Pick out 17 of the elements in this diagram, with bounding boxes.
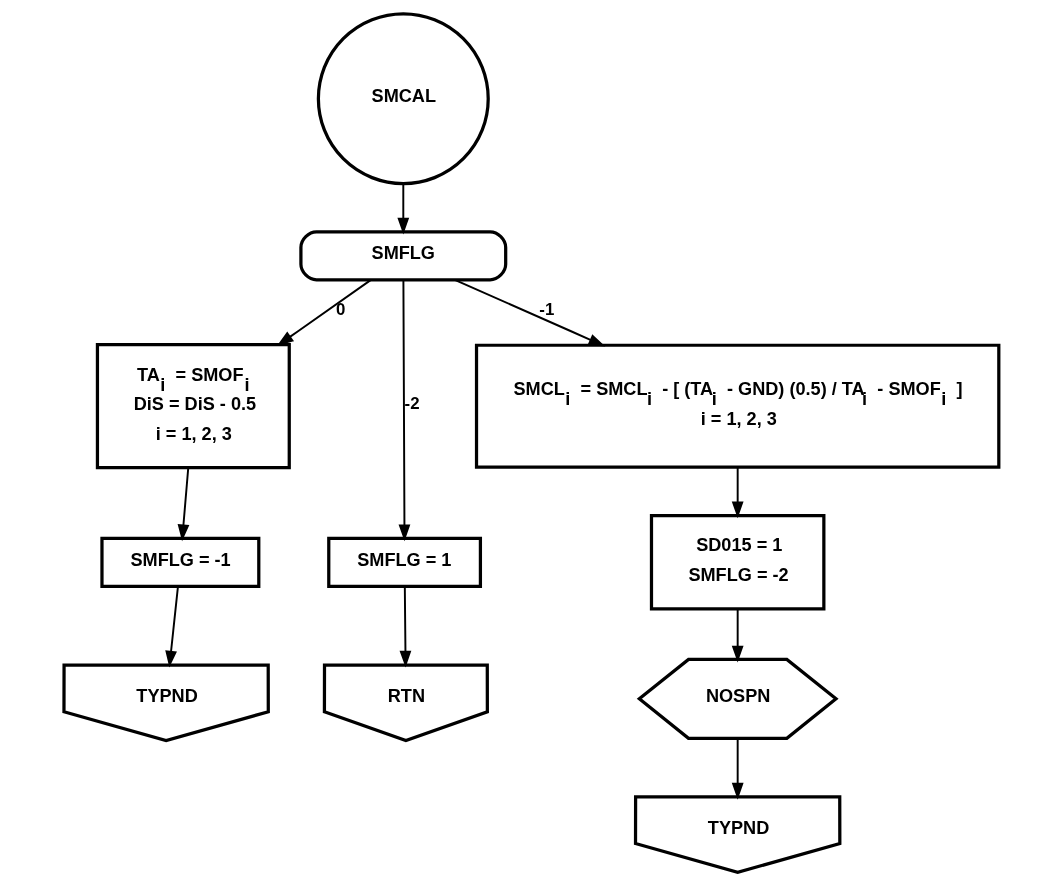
node-box: SMFLG = 1 <box>327 536 483 588</box>
arrow <box>398 279 411 542</box>
edge-label: 0 <box>335 300 346 320</box>
edge-label: -1 <box>539 300 555 320</box>
arrow <box>177 467 190 542</box>
edge-label: -2 <box>404 394 420 414</box>
arrow <box>165 585 179 668</box>
node-box: SMFLG <box>299 230 508 282</box>
arrow <box>397 183 410 235</box>
arrow <box>731 466 744 519</box>
node-circle: SMCAL <box>316 12 490 186</box>
node-box: SD015 = 1 SMFLG = -2 <box>649 514 826 611</box>
arrow <box>399 585 412 668</box>
arrow <box>731 608 744 663</box>
node-box: SMFLG = -1 <box>100 536 261 588</box>
arrow <box>453 278 606 347</box>
arrow <box>731 737 744 800</box>
